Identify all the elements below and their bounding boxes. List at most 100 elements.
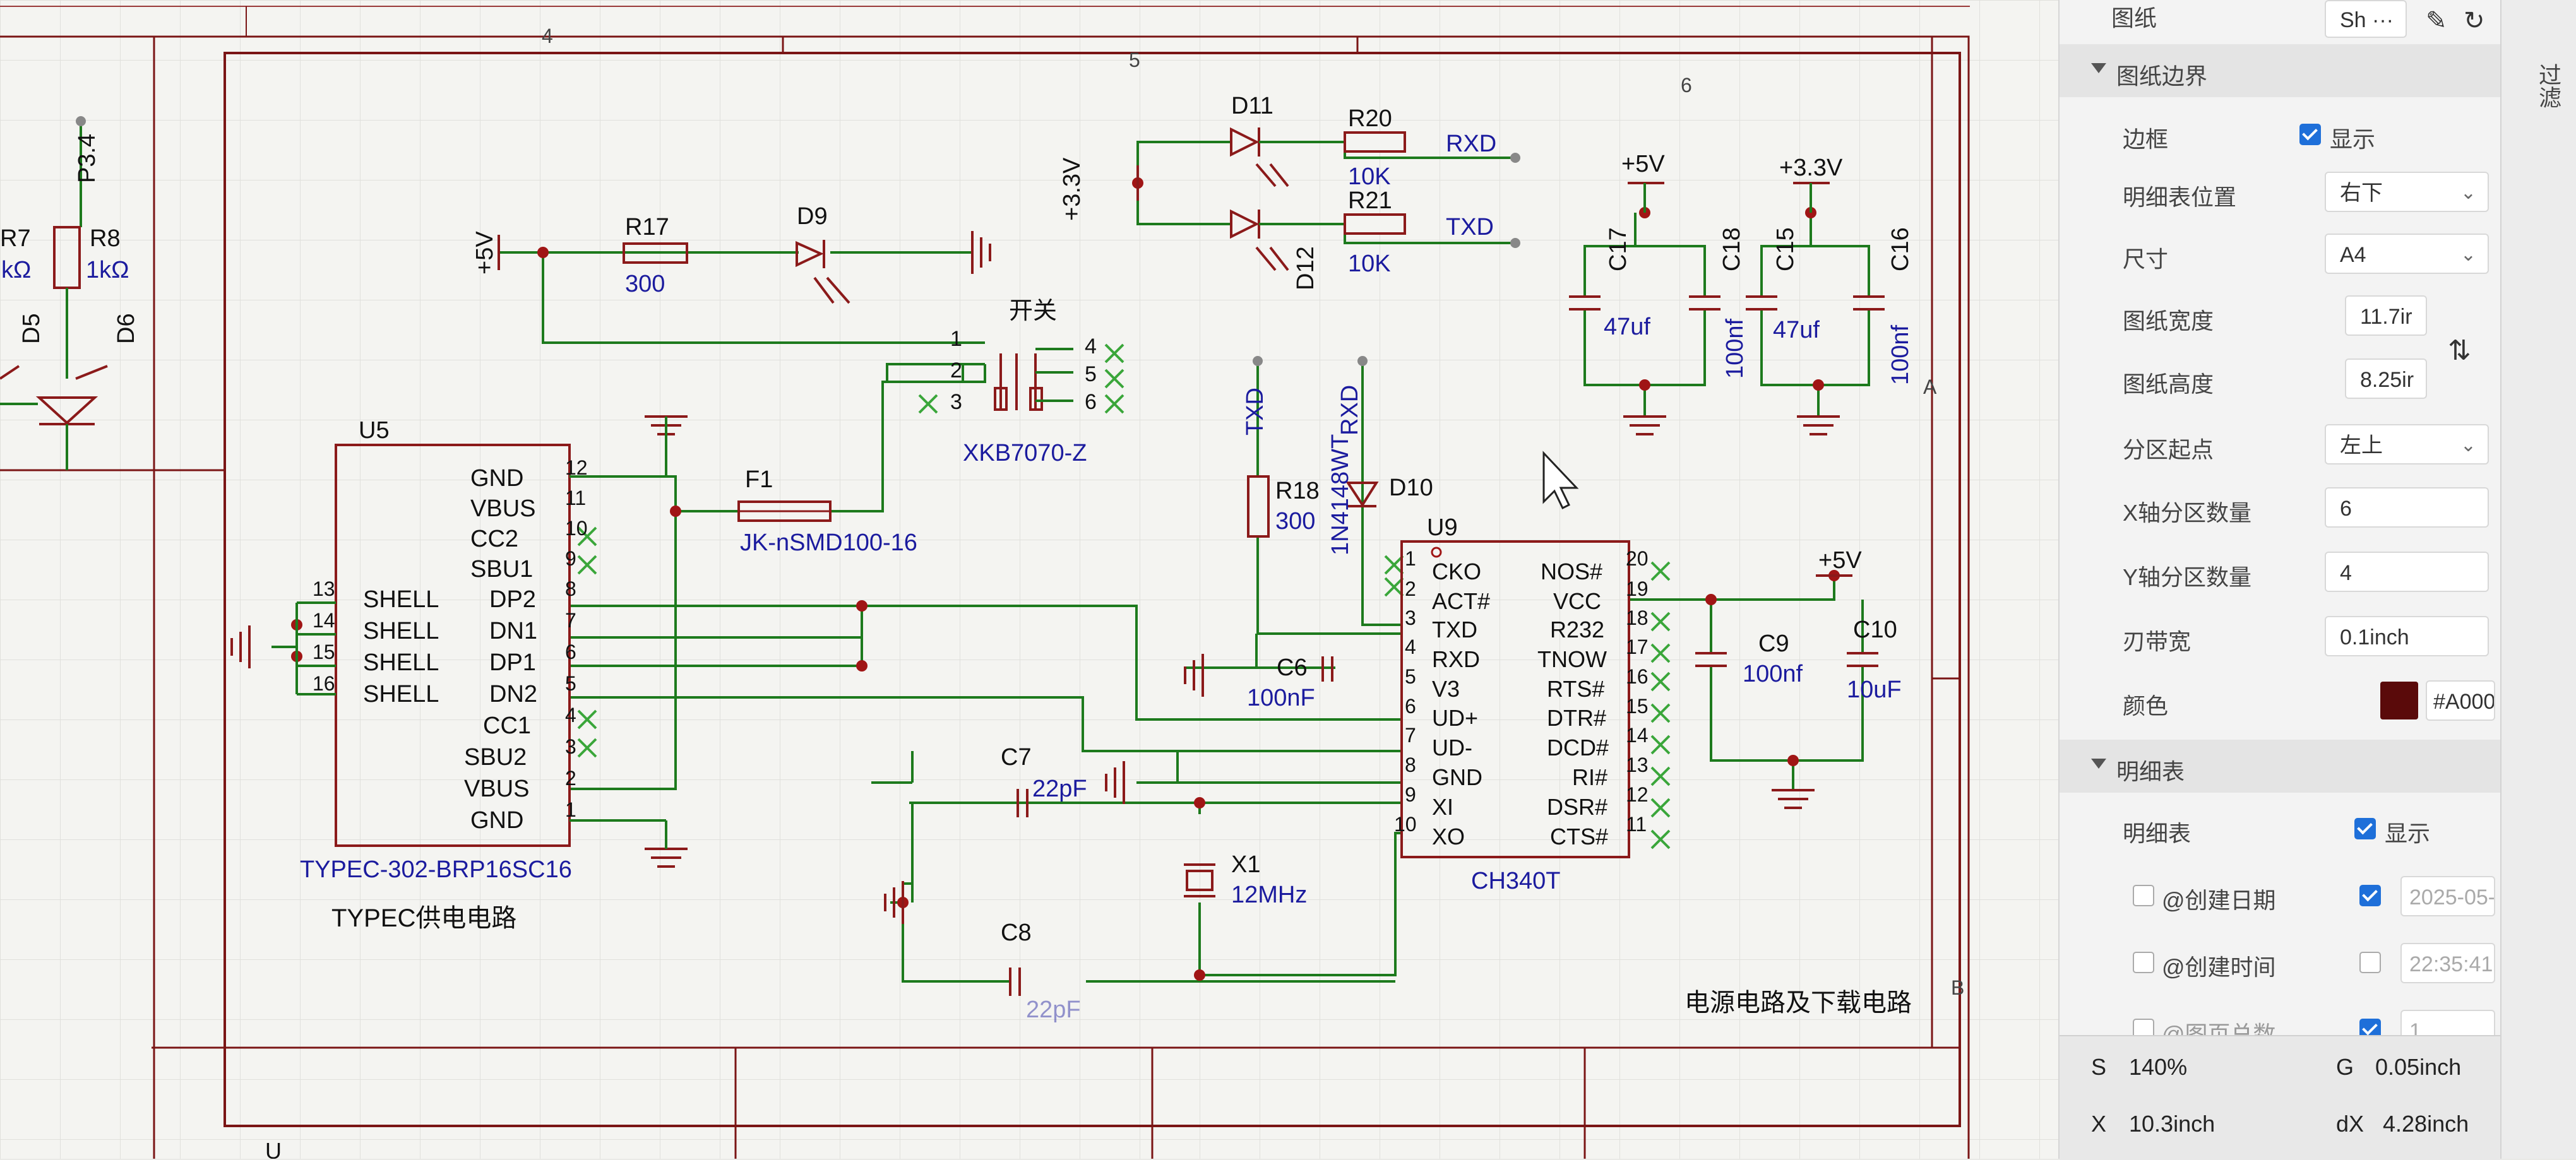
height-row: 图纸高度 8.25ir: [2060, 353, 2501, 414]
create-time-input[interactable]: 22:35:41: [2400, 943, 2495, 983]
border-width-input[interactable]: 0.1inch: [2325, 616, 2489, 656]
ruler-col-4: 4: [542, 25, 553, 47]
d11-led[interactable]: D11: [1230, 93, 1313, 187]
status-bar: S 140% G 0.05inch X 10.3inch dX 4.28inch: [2060, 1035, 2501, 1160]
y-zones-input[interactable]: 4: [2325, 552, 2489, 592]
u5-pin-gnd: GND: [470, 465, 523, 492]
u9-right-15: DTR#: [1547, 705, 1606, 731]
x1-ref: X1: [1231, 851, 1260, 878]
c10-capacitor[interactable]: C10 10uF: [1847, 617, 1902, 703]
page-total-field-checkbox[interactable]: [2133, 1019, 2154, 1035]
c15-capacitor[interactable]: C15 47uf: [1746, 227, 1820, 343]
create-time-field-checkbox[interactable]: [2133, 952, 2154, 973]
u9-left-2: ACT#: [1432, 588, 1490, 614]
section-titleblock[interactable]: 明细表: [2060, 740, 2501, 793]
c8-ref: C8: [1001, 920, 1032, 946]
create-time-show-checkbox[interactable]: [2359, 952, 2381, 973]
u5-typec-connector[interactable]: U5 TYPEC-302-BRP16SC16 GND VBUS CC2 SBU1…: [271, 417, 667, 883]
net-txd-vertical: TXD: [1242, 388, 1268, 435]
schematic-canvas[interactable]: 4 5 6 A B P3.4 R7 kΩ R8 1kΩ D5 D6: [0, 0, 2058, 1159]
r21-resistor[interactable]: R21 10K: [1344, 187, 1406, 277]
zone-origin-select[interactable]: 左上 ⌄: [2325, 424, 2489, 465]
c6-value: 100nF: [1247, 685, 1315, 711]
section-sheet-border-label: 图纸边界: [2116, 63, 2208, 89]
titleblock-pos-label: 明细表位置: [2123, 184, 2237, 210]
u9-left-8: GND: [1432, 764, 1482, 790]
grid-value: 0.05inch: [2375, 1054, 2462, 1080]
c15-value: 47uf: [1773, 317, 1820, 343]
u5-pin-shell-4: SHELL: [363, 681, 439, 707]
c7-capacitor[interactable]: C7 22pF: [1001, 744, 1087, 817]
height-input[interactable]: 8.25ir: [2345, 358, 2427, 399]
size-row: 尺寸 A4 ⌄: [2060, 232, 2501, 293]
u5-pin-num-1: 1: [565, 798, 576, 821]
c8-capacitor[interactable]: C8 22pF: [1001, 920, 1081, 1023]
page-total-input[interactable]: 1: [2400, 1010, 2495, 1035]
sheet-select[interactable]: Sh ···: [2325, 0, 2407, 38]
c17-ref: C17: [1605, 227, 1631, 271]
u5-pin-shell-1: SHELL: [363, 586, 439, 613]
d9-led[interactable]: D9: [796, 203, 850, 304]
frame-check-label: 显示: [2330, 126, 2376, 152]
r17-value: 300: [625, 271, 665, 297]
net-5v-vcc: +5V: [1818, 547, 1862, 574]
c18-value: 100nf: [1722, 318, 1748, 379]
c6-capacitor[interactable]: C6 100nF: [1247, 654, 1333, 711]
refresh-icon[interactable]: ↻: [2464, 7, 2485, 35]
titleblock-check-label: 显示: [2385, 820, 2431, 846]
r20-resistor[interactable]: R20 10K: [1344, 105, 1406, 190]
ruler-col-6: 6: [1681, 74, 1692, 97]
d10-diode[interactable]: D10 1N4148WT: [1327, 434, 1433, 555]
u9-part: CH340T: [1471, 868, 1561, 894]
color-swatch[interactable]: [2380, 682, 2418, 719]
filter-tab-label: 过滤: [2536, 63, 2561, 109]
c9-capacitor[interactable]: C9 100nf: [1695, 630, 1803, 687]
u5-pin-cc2: CC2: [470, 526, 518, 552]
filter-side-tab[interactable]: 过滤: [2500, 0, 2576, 1159]
x-zones-label: X轴分区数量: [2123, 500, 2252, 526]
d10-ref: D10: [1389, 475, 1433, 501]
u5-pin-gnd2: GND: [470, 807, 523, 834]
c16-capacitor[interactable]: C16 100nf: [1853, 227, 1914, 385]
width-input[interactable]: 11.7ir: [2345, 295, 2427, 336]
u9-pin-num-16: 16: [1626, 665, 1649, 688]
bottom-partial-text: U: [265, 1138, 282, 1159]
power-switch[interactable]: 开关 XKB7070-Z 1 2 3 4 5 6: [950, 298, 1097, 466]
c18-capacitor[interactable]: C18 100nf: [1689, 227, 1748, 379]
properties-panel: 图纸 Sh ··· ✎ ↻ 图纸边界 边框 显示 明细表位置 右下 ⌄ 尺寸 A…: [2058, 0, 2501, 1160]
f1-fuse[interactable]: F1 JK-nSMD100-16: [737, 466, 917, 556]
u5-pin-dp2: DP2: [489, 586, 536, 613]
create-date-field-checkbox[interactable]: [2133, 885, 2154, 906]
d12-led[interactable]: D12: [1230, 209, 1319, 290]
r17-ref: R17: [625, 214, 669, 240]
x-zones-input[interactable]: 6: [2325, 487, 2489, 528]
y-zones-label: Y轴分区数量: [2123, 564, 2252, 590]
u5-ref: U5: [359, 417, 390, 444]
net-5v-label: +5V: [472, 231, 498, 275]
c17-capacitor[interactable]: C17 47uf: [1569, 227, 1650, 340]
width-row: 图纸宽度 11.7ir: [2060, 294, 2501, 355]
create-date-input[interactable]: 2025-05-21: [2400, 876, 2495, 916]
section-sheet-border[interactable]: 图纸边界: [2060, 44, 2501, 97]
border-width-label: 刃带宽: [2123, 629, 2191, 654]
titleblock-checkbox[interactable]: [2354, 818, 2376, 839]
d12-ref: D12: [1292, 246, 1319, 290]
net-33v-label: +3.3V: [1059, 157, 1085, 221]
frame-checkbox[interactable]: [2299, 124, 2321, 145]
u5-pin-dn1: DN1: [489, 618, 537, 644]
r17-resistor[interactable]: R17 300: [623, 214, 688, 297]
pencil-icon[interactable]: ✎: [2426, 7, 2447, 35]
r18-resistor[interactable]: R18 300: [1247, 475, 1320, 538]
x1-crystal[interactable]: X1 12MHz: [1184, 851, 1307, 908]
titleblock-pos-select[interactable]: 右下 ⌄: [2325, 172, 2489, 212]
u5-pin-num-8: 8: [565, 577, 576, 600]
r7-val: kΩ: [1, 257, 31, 283]
size-select[interactable]: A4 ⌄: [2325, 234, 2489, 274]
page-total-label: @图页总数: [2162, 1021, 2276, 1035]
page-total-show-checkbox[interactable]: [2359, 1019, 2381, 1035]
scale-label: S: [2091, 1054, 2107, 1080]
u9-ch340t[interactable]: U9 CH340T CKO ACT# TXD RXD V3 UD+ UD- GN…: [1394, 514, 1649, 894]
color-input[interactable]: #A000: [2426, 680, 2495, 721]
swap-dimensions-icon[interactable]: ⇅: [2448, 335, 2471, 366]
create-date-show-checkbox[interactable]: [2359, 885, 2381, 906]
